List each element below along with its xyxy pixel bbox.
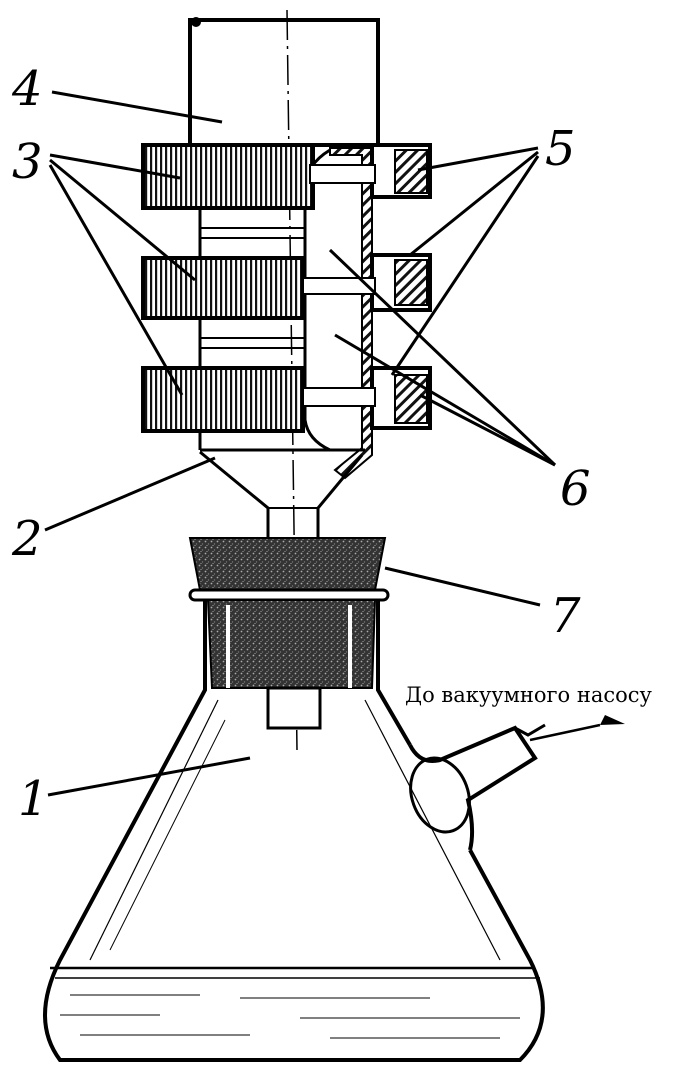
vacuum-side-arm (408, 715, 625, 851)
funnel (199, 448, 365, 538)
outer-wall (329, 147, 373, 480)
leader-lines (44, 90, 557, 797)
filter-disc-bottom (141, 366, 305, 433)
flask (43, 600, 545, 1062)
label-1: 1 (18, 771, 49, 827)
label-4: 4 (11, 61, 43, 117)
vacuum-pump-caption: До вакуумного насосу (405, 683, 653, 707)
clamp-middle (302, 253, 432, 312)
rubber-stopper (188, 537, 390, 730)
label-6: 6 (560, 461, 591, 517)
label-7: 7 (550, 588, 581, 644)
label-3: 3 (12, 134, 43, 190)
label-2: 2 (11, 511, 43, 567)
label-5: 5 (545, 121, 576, 177)
flask-liquid (50, 966, 540, 1039)
clamp-bottom (302, 366, 432, 430)
clamp-top (309, 143, 432, 199)
filter-disc-middle (141, 256, 305, 320)
top-cylinder (188, 17, 380, 147)
